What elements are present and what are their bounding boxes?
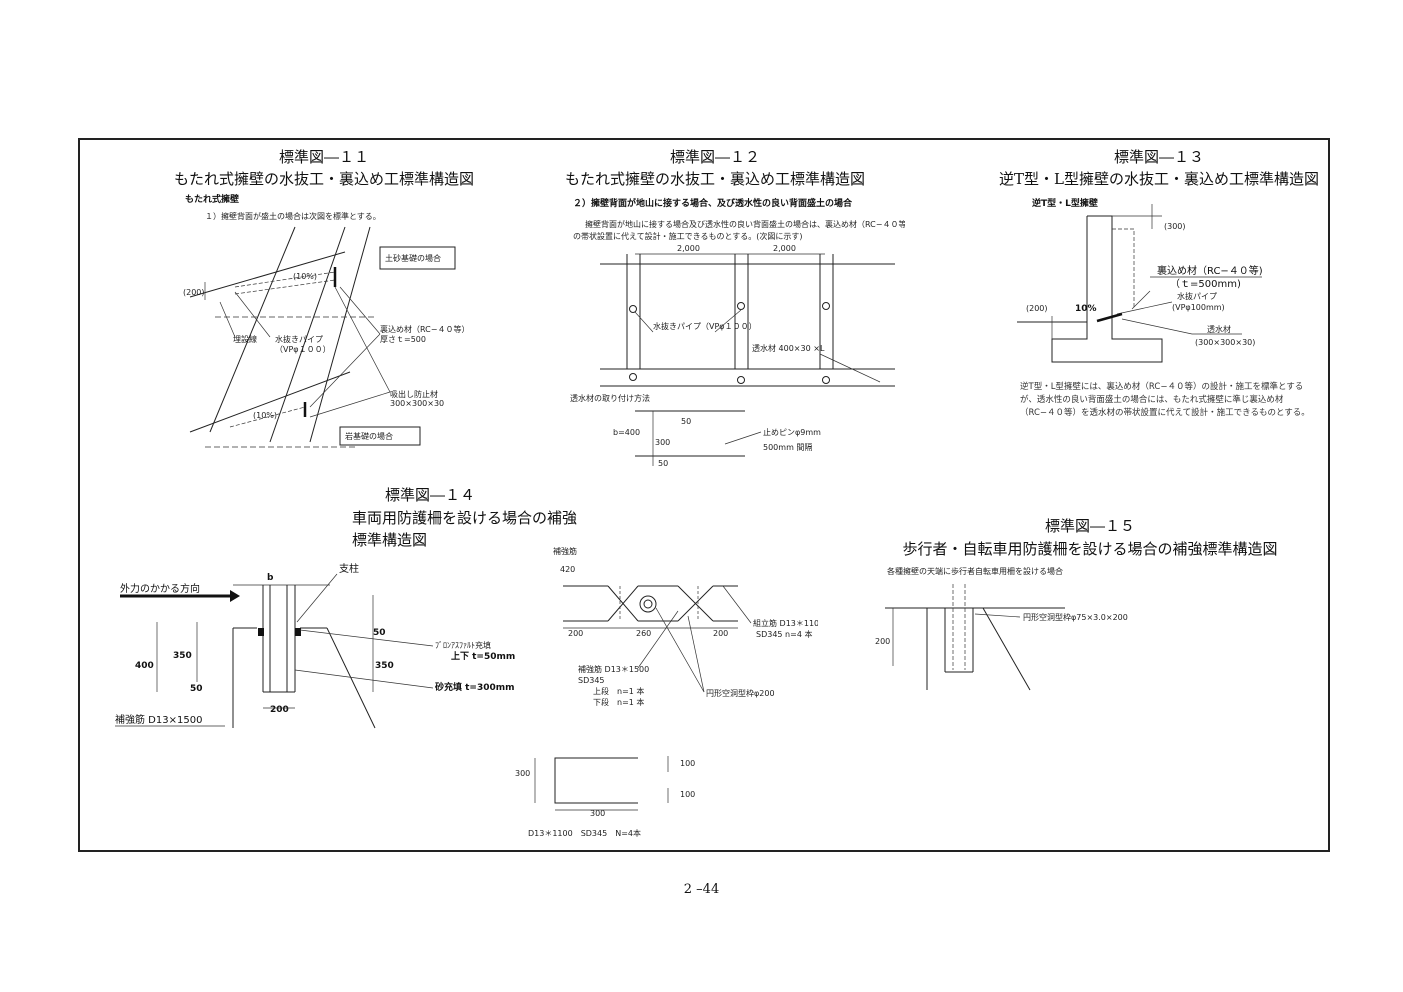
fig14-sand: 砂充填 t=300mm [435,681,515,693]
fig14-d400: 400 [135,661,154,671]
fig12-sub-heading: 透水材の取り付け方法 [570,393,650,403]
fig14-force: 外力のかかる方向 [120,582,200,595]
fig14-plan-diagram: 補強筋 420 200 260 200 組立筋 D13＊1100 SD345 n… [548,546,818,711]
fig11-label-buried: 埋設線 [233,334,257,344]
fig13-pipe-size: (VPφ100mm) [1172,303,1225,312]
fig14-reinforce: 補強筋 D13＊1500 [578,664,649,674]
fig11-label-filter-size: 300×300×30 [390,399,444,408]
fig15-heading: 各種擁壁の天端に歩行者自転車用柵を設ける場合 [887,566,1063,576]
fig14-title-sub: 標準構造図 [352,531,428,549]
fig12-pin: 止めピンφ9mm [763,427,821,437]
fig13-title-number: 標準図―１３ [1113,148,1204,166]
fig15-title: 歩行者・自転車用防護柵を設ける場合の補強標準構造図 [902,540,1278,558]
fig12-d300: 300 [655,438,670,447]
fig14-reinforce-sd: SD345 [578,676,605,685]
fig11-label-backfill: 裏込め材（RC−４０等） [380,324,469,334]
fig11-title-number: 標準図―１１ [278,148,369,166]
fig14-title-number: 標準図―１４ [384,486,475,504]
fig12-d50b: 50 [658,459,668,468]
fig13-title: 逆T型・L型擁壁の水抜工・裏込め工標準構造図 [999,170,1319,188]
fig11-heading: もたれ式擁壁 [185,193,239,205]
fig14-d420: 420 [560,565,575,574]
fig14-upper: 上段 n=1 本 [593,686,644,696]
fig14-lower: 下段 n=1 本 [593,697,644,707]
fig11-dim: (200) [183,288,205,297]
fig14-stir-label: D13＊1100 SD345 N=4本 [528,828,641,838]
fig12-diagram: ２）擁壁背面が地山に接する場合、及び透水性の良い背面盛土の場合 擁壁背面が地山に… [565,194,905,472]
fig12-note1: 擁壁背面が地山に接する場合及び透水性の良い背面盛土の場合は、裏込め材（RC−４０… [585,219,905,229]
fig13-paragraph: 逆T型・L型擁壁には、裏込め材（RC−４０等）の設計・施工を標準とするが、透水性… [1020,382,1310,418]
fig14-d50a: 50 [190,684,203,694]
fig13-dim300: (300) [1164,222,1186,231]
fig13-backfill-t: （ｔ=500mm) [1170,278,1241,290]
fig14-section-diagram: 外力のかかる方向 b 支柱 400 350 50 50 350 200 ﾌﾞﾛﾝ… [115,560,535,730]
fig14-stir-100b: 100 [680,790,695,799]
fig14-d50b: 50 [373,628,386,638]
fig14-stir-100a: 100 [680,759,695,768]
fig14-d350b: 350 [375,661,394,671]
fig12-d50a: 50 [681,417,691,426]
fig11-diagram: もたれ式擁壁 １）擁壁背面が盛土の場合は次図を標準とする。 土砂基礎の場合 岩基… [175,192,475,462]
fig12-pin-pitch: 500mm 間隔 [763,443,812,452]
fig14-assembly-n: SD345 n=4 本 [756,629,812,639]
fig14-assembly: 組立筋 D13＊1100 [753,618,818,628]
fig14-form: 円形空洞型枠φ200 [706,688,775,698]
fig13-dim200: (200) [1026,304,1048,313]
fig11-slope-bottom: (10%) [253,411,277,420]
fig12-dim1: 2,000 [677,244,700,253]
fig15-diagram: 各種擁壁の天端に歩行者自転車用柵を設ける場合 200 円形空洞型枠φ75×3.0… [865,562,1145,697]
fig14-asphalt-t: 上下 t=50mm [451,650,515,662]
fig12-b: b=400 [613,428,640,437]
fig11-box-top: 土砂基礎の場合 [385,253,441,263]
fig12-label-pipe: 水抜きパイプ（VPφ１００） [653,321,757,331]
fig11-label-pipe: 水抜きパイプ [275,334,323,344]
fig12-title: もたれ式擁壁の水抜工・裏込め工標準構造図 [564,170,865,188]
fig14-rebar: 補強筋 D13×1500 [115,713,202,726]
fig12-label-filter: 透水材 400×30 ×L [752,343,825,353]
fig13-diagram: 逆T型・L型擁壁 (300) 裏込め材（RC−４０等) （ｔ=500mm) 水抜… [1012,194,1312,374]
fig14-d200b: 200 [713,629,728,638]
fig12-title-number: 標準図―１２ [669,148,760,166]
fig11-label-filter: 吸出し防止材 [390,389,438,399]
fig15-title-number: 標準図―１５ [1044,517,1135,535]
fig11-title: もたれ式擁壁の水抜工・裏込め工標準構造図 [174,170,475,188]
fig15-form: 円形空洞型枠φ75×3.0×200 [1023,612,1128,622]
page-number: 2 –44 [683,882,720,897]
fig14-stir-300: 300 [515,769,530,778]
figure-frame [78,138,1330,852]
fig13-backfill: 裏込め材（RC−４０等) [1157,264,1263,277]
fig14-d200: 200 [270,705,289,715]
fig14-asphalt: ﾌﾞﾛﾝｱｽﾌｧﾙﾄ充填 [435,640,491,650]
fig12-heading: ２）擁壁背面が地山に接する場合、及び透水性の良い背面盛土の場合 [573,197,853,209]
fig14-d200a: 200 [568,629,583,638]
fig14-stirrup-diagram: 300 300 100 100 D13＊1100 SD345 N=4本 [510,748,710,838]
fig12-dim2: 2,000 [773,244,796,253]
fig14-d260: 260 [636,629,651,638]
fig11-label-pipe-size: （VPφ１００） [275,345,331,354]
fig11-note: １）擁壁背面が盛土の場合は次図を標準とする。 [205,211,381,221]
fig13-slope: 10% [1075,304,1097,314]
fig11-slope-top: (10%) [293,272,317,281]
fig14-b: b [267,573,274,583]
fig13-filter: 透水材 [1207,324,1231,334]
fig12-note2: の帯状設置に代えて設計・施工できるものとする。(次図に示す) [573,231,802,241]
fig13-heading: 逆T型・L型擁壁 [1032,197,1098,209]
fig13-filter-size: (300×300×30) [1195,338,1255,347]
fig15-d200: 200 [875,637,890,646]
fig14-post: 支柱 [339,562,359,575]
fig11-label-backfill-t: 厚さｔ=500 [380,335,426,344]
fig13-pipe: 水抜パイプ [1177,291,1217,301]
fig11-box-bottom: 岩基礎の場合 [345,431,393,441]
fig14-d350a: 350 [173,651,192,661]
fig14-title: 車両用防護柵を設ける場合の補強 [352,509,578,527]
fig14-plan-heading: 補強筋 [553,546,577,556]
fig14-stir-300w: 300 [590,809,605,818]
